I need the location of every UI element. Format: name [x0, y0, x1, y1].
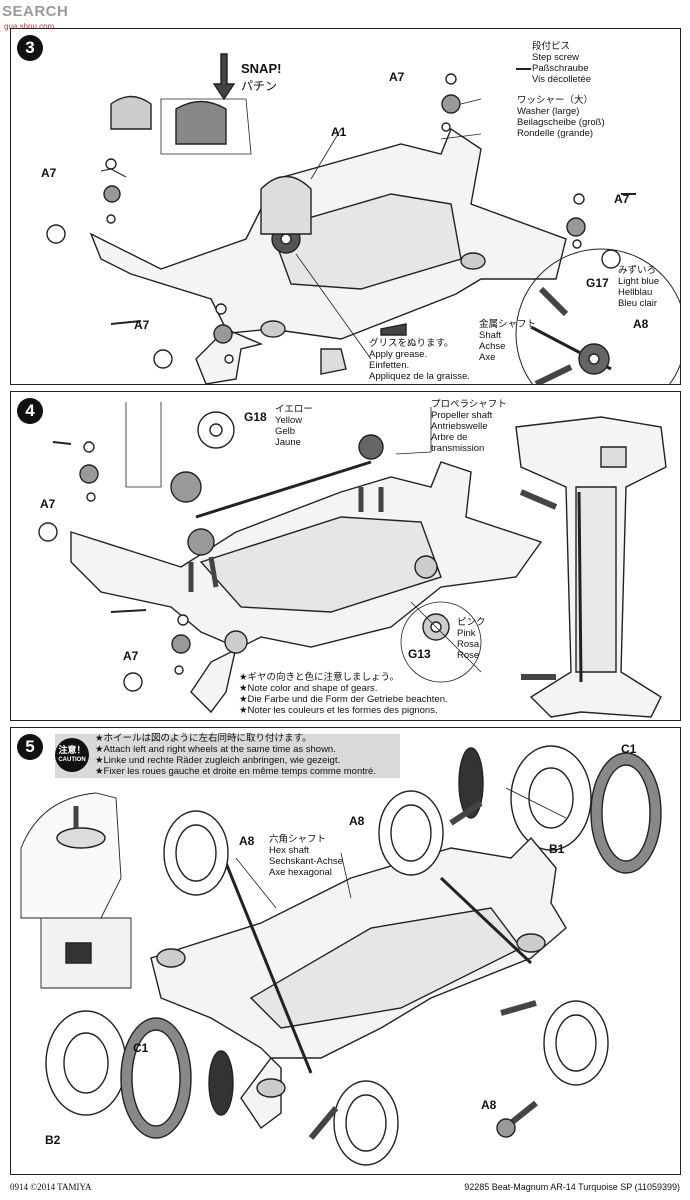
a7-top-label-4: A7	[40, 497, 56, 511]
grease-text: グリスをぬります。Apply grease.Einfetten.Applique…	[369, 338, 470, 382]
b1-label: B1	[549, 842, 565, 856]
a7-bottom-label: A7	[134, 318, 150, 332]
step-3-number: 3	[17, 35, 43, 61]
gear-notes: ★ギヤの向きと色に注意しましょう。★Note color and shape o…	[239, 672, 448, 716]
footer-copyright: 0914 ©2014 TAMIYA	[10, 1182, 92, 1192]
step-5-panel: 5 注意！ CAUTION ★ホイールは図のように左右同時に取り付けます。★At…	[10, 727, 681, 1175]
g13-label: G13	[408, 647, 431, 661]
step-3-panel: 3 SNAP! パチ	[10, 28, 681, 385]
a1-label: A1	[331, 125, 347, 139]
a7-top-label: A7	[389, 70, 405, 84]
step-4-illustration	[11, 392, 681, 721]
c1-top-label: C1	[621, 742, 637, 756]
a7-right-label: A7	[614, 192, 630, 206]
caution-badge: 注意！ CAUTION	[55, 738, 89, 772]
watermark-text: SEARCH	[2, 3, 69, 20]
caution-box	[55, 734, 400, 778]
step-5-illustration	[11, 728, 681, 1175]
a7-bottom-label-4: A7	[123, 649, 139, 663]
b2-label: B2	[45, 1133, 61, 1147]
snap-jp-label: パチン	[241, 79, 278, 93]
step-5-number: 5	[17, 734, 43, 760]
snap-label: SNAP!	[241, 61, 282, 76]
step-3-illustration	[11, 29, 681, 384]
g18-label: G18	[244, 410, 267, 424]
a8-left-label: A8	[239, 834, 255, 848]
watermark: SEARCH gua.shou.com	[2, 3, 69, 31]
a8-label: A8	[633, 317, 649, 331]
g17-label: G17	[586, 276, 609, 290]
c1-bottom-label: C1	[133, 1041, 149, 1055]
step-4-panel: 4 G18	[10, 391, 681, 721]
footer-product: 92285 Beat-Magnum AR-14 Turquoise SP (11…	[464, 1182, 680, 1192]
watermark-url: gua.shou.com	[4, 22, 55, 31]
wheel-notes: ★ホイールは図のように左右同時に取り付けます。★Attach left and …	[95, 733, 376, 777]
step-4-number: 4	[17, 398, 43, 424]
washer-text: ワッシャー（大）Washer (large)Beilagscheibe (gro…	[517, 95, 605, 139]
a7-left-label: A7	[41, 166, 57, 180]
a8-bottom-label: A8	[481, 1098, 497, 1112]
a8-mid-label: A8	[349, 814, 365, 828]
